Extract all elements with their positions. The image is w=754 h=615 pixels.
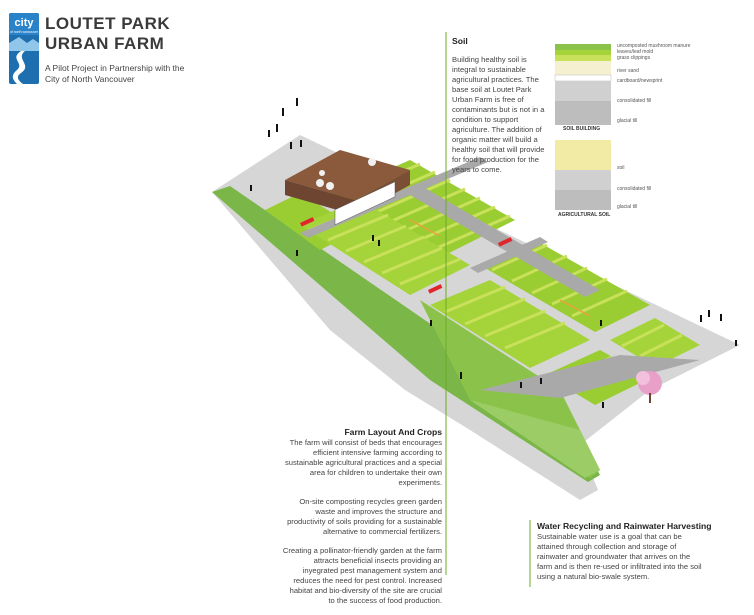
soil-building-caption: SOIL BUILDING xyxy=(563,126,601,132)
city-logo: city of north vancouver xyxy=(9,13,39,84)
legend-agri-layer-3: glacial till xyxy=(617,204,638,210)
legend-building-layer-7: glacial till xyxy=(617,118,638,124)
farm-paragraph-1: The farm will consist of beds that encou… xyxy=(284,438,442,487)
water-heading: Water Recycling and Rainwater Harvesting xyxy=(537,521,712,531)
title-line-1: LOUTET PARK xyxy=(45,14,171,33)
legend-building-layer-5: cardboard/newsprint xyxy=(617,78,663,84)
people-silhouettes xyxy=(250,98,737,408)
legend-building-layer-2: leaves/leaf mold xyxy=(617,49,654,55)
agricultural-soil-caption: AGRICULTURAL SOIL xyxy=(558,212,611,218)
pink-blossom-tree xyxy=(636,371,662,403)
logo-text: city xyxy=(15,17,35,29)
soil-building-profile xyxy=(554,44,612,125)
page-title: LOUTET PARK URBAN FARM xyxy=(45,14,205,54)
farm-heading: Farm Layout And Crops xyxy=(344,427,442,437)
page-subtitle: A Pilot Project in Partnership with the … xyxy=(45,63,185,84)
farm-site-diagram xyxy=(212,32,740,587)
soil-body: Building healthy soil is integral to sus… xyxy=(452,55,545,174)
farm-body: The farm will consist of beds that encou… xyxy=(282,438,442,615)
legend-building-layer-3: grass clippings xyxy=(617,55,651,61)
soil-heading: Soil xyxy=(452,36,468,46)
farm-building xyxy=(285,150,410,226)
orange-edging xyxy=(409,219,591,317)
legend-agri-layer-1: soil xyxy=(617,165,625,171)
legend-building-layer-6: consolidated fill xyxy=(617,98,652,104)
legend-building-layer-4: river sand xyxy=(617,68,639,74)
red-benches xyxy=(300,217,513,294)
farm-paragraph-2: On-site composting recycles green garden… xyxy=(287,497,442,536)
agricultural-soil-profile xyxy=(555,140,611,210)
bioswale xyxy=(470,400,600,478)
title-line-2: URBAN FARM xyxy=(45,34,165,53)
bed-block-south xyxy=(430,280,590,368)
legend-building-layer-1: uncomposted mushroom manure xyxy=(617,43,691,49)
legend-agri-layer-2: consolidated fill xyxy=(617,186,652,192)
logo-subtext: of north vancouver xyxy=(10,30,39,34)
farm-paragraph-3: Creating a pollinator-friendly garden at… xyxy=(282,546,442,605)
water-body: Sustainable water use is a goal that can… xyxy=(537,532,702,581)
